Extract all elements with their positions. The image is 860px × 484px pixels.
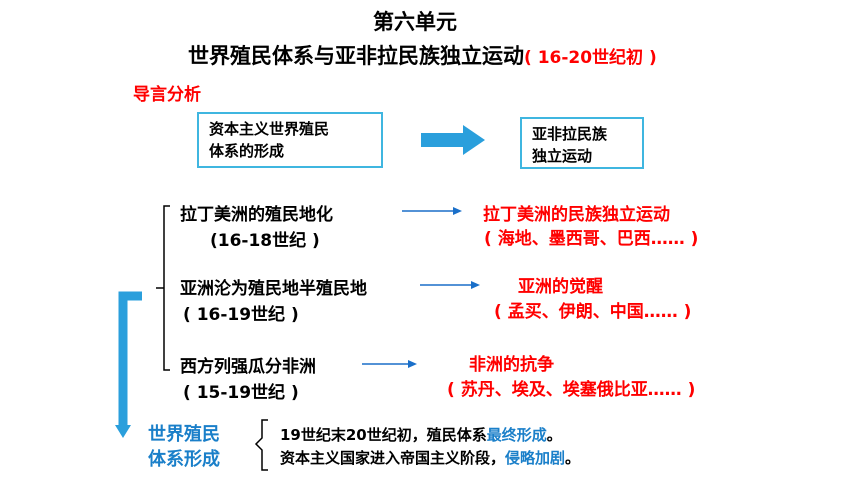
subtitle-period: ( 16-20世纪初 ) <box>524 48 657 68</box>
summary-label-line2: 体系形成 <box>148 449 220 470</box>
box-left-line2: 体系的形成 <box>209 142 285 160</box>
result-detail-latin-america: ( 海地、墨西哥、巴西…… ) <box>484 229 699 249</box>
box-left-line1: 资本主义世界殖民 <box>209 120 330 138</box>
result-title-africa: 非洲的抗争 <box>469 355 554 375</box>
result-title-asia: 亚洲的觉醒 <box>518 277 603 297</box>
item-period-latin-america: (16-18世纪 ) <box>210 231 320 251</box>
elbow-arrowhead <box>115 425 131 438</box>
summary-label-line1: 世界殖民 <box>148 424 220 445</box>
box-right-line1: 亚非拉民族 <box>532 125 608 143</box>
subtitle-main: 世界殖民体系与亚非拉民族独立运动 <box>188 44 524 68</box>
summary-line2-highlight: 侵略加剧 <box>505 449 566 467</box>
box-colonial-system: 资本主义世界殖民 体系的形成 <box>197 112 383 168</box>
item-title-latin-america: 拉丁美洲的殖民地化 <box>180 205 333 225</box>
result-detail-africa: ( 苏丹、埃及、埃塞俄比亚…… ) <box>447 380 696 400</box>
summary-line1-highlight: 最终形成 <box>486 426 547 444</box>
item-title-asia: 亚洲沦为殖民地半殖民地 <box>180 279 367 299</box>
unit-title: 第六单元 <box>373 10 457 34</box>
intro-label: 导言分析 <box>133 85 201 105</box>
big-right-arrow <box>421 125 485 155</box>
summary-label: 世界殖民 体系形成 <box>148 422 220 472</box>
result-detail-asia: ( 孟买、伊朗、中国…… ) <box>494 302 692 322</box>
unit-subtitle: 世界殖民体系与亚非拉民族独立运动( 16-20世纪初 ) <box>188 40 657 70</box>
summary-bracket <box>254 419 268 471</box>
items-bracket <box>156 205 170 371</box>
summary-line1-post: 。 <box>546 426 562 444</box>
summary-line1: 19世纪末20世纪初，殖民体系最终形成。 <box>280 424 562 446</box>
box-independence: 亚非拉民族 独立运动 <box>520 117 644 169</box>
item-arrow-3 <box>362 360 417 368</box>
elbow-down-arrow <box>118 291 142 425</box>
item-period-asia: ( 16-19世纪 ) <box>183 305 299 325</box>
item-title-africa: 西方列强瓜分非洲 <box>180 357 316 377</box>
summary-line1-pre: 19世纪末20世纪初，殖民体系 <box>280 426 487 444</box>
result-title-latin-america: 拉丁美洲的民族独立运动 <box>483 205 670 225</box>
box-right-line2: 独立运动 <box>532 147 593 165</box>
item-period-africa: ( 15-19世纪 ) <box>183 383 299 403</box>
summary-line2: 资本主义国家进入帝国主义阶段，侵略加剧。 <box>280 447 580 469</box>
item-arrow-2 <box>420 281 480 289</box>
summary-line2-pre: 资本主义国家进入帝国主义阶段， <box>280 449 506 467</box>
summary-line2-post: 。 <box>565 449 581 467</box>
item-arrow-1 <box>402 207 462 215</box>
